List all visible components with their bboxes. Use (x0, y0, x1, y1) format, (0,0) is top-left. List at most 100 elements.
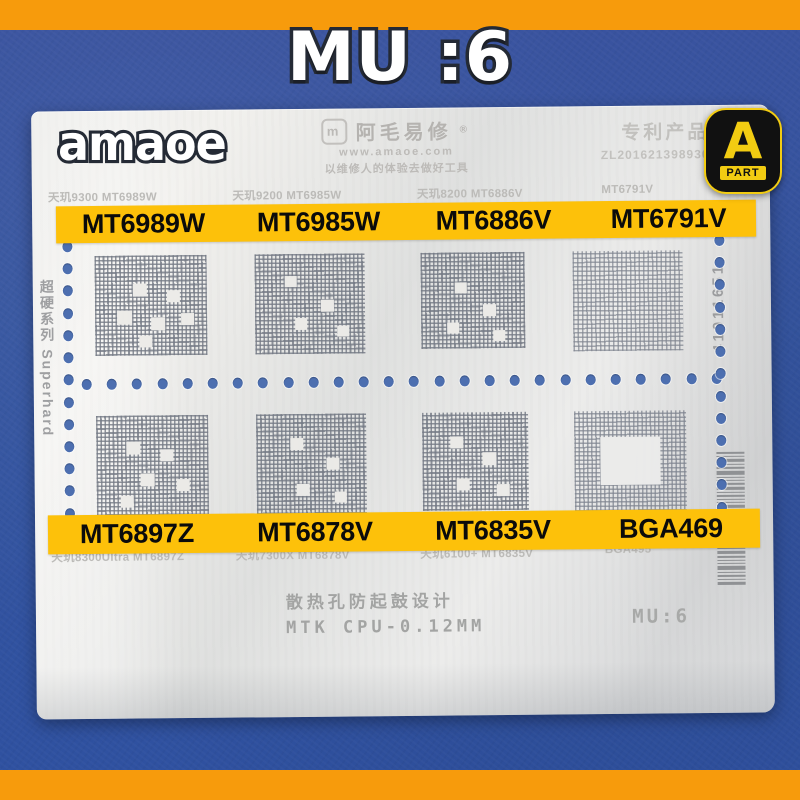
side-text-superhard: 超硬系列 Superhard (38, 279, 57, 438)
alignment-hole (484, 375, 495, 387)
alignment-hole (383, 376, 395, 388)
bga-pattern-void (126, 441, 141, 455)
label-bar-bottom: MT6897Z MT6878V MT6835V BGA469 (47, 508, 761, 555)
bga-pattern-void (447, 322, 460, 334)
alignment-hole (714, 279, 725, 291)
alignment-hole (157, 378, 168, 390)
bga-pattern-void (482, 452, 497, 466)
alignment-hole (409, 375, 420, 387)
barcode-bar (717, 574, 746, 577)
alignment-hole (585, 374, 596, 386)
bga-pattern-void (493, 330, 506, 342)
alignment-hole (64, 418, 75, 431)
bga-pattern-void (326, 457, 340, 470)
bottom-orange-band (0, 770, 800, 800)
bottom-note-line1: 散热孔防起鼓设计 (285, 591, 454, 614)
alignment-hole (64, 485, 75, 497)
bottom-model-mark: MU:6 (632, 605, 691, 628)
bga-pattern-void (450, 436, 464, 449)
bga-stencil-plate: m 阿毛易修 ® www.amaoe.com 以维修人的体验去做好工具 专利产品… (31, 104, 775, 720)
alignment-hole (358, 376, 369, 388)
alignment-hole (132, 378, 143, 390)
bga-pattern-void (295, 317, 308, 331)
alignment-hole (715, 368, 726, 380)
bga-pattern-void (151, 317, 166, 331)
alignment-hole (635, 373, 646, 385)
barcode-bar (717, 571, 746, 573)
bga-pattern-void (117, 310, 133, 325)
alignment-holes-left (62, 241, 76, 542)
alignment-hole (63, 374, 74, 386)
alignment-hole (715, 345, 726, 358)
bga-pattern-void (456, 478, 470, 491)
bga-pattern-bga469 (574, 410, 687, 512)
brand-url: www.amaoe.com (339, 145, 454, 159)
patent-mark: 专利产品 ZL201621398936 (600, 117, 710, 163)
a-part-badge: A PART (704, 108, 782, 194)
page-title: MU :6 (283, 15, 515, 101)
barcode-bar (717, 559, 746, 561)
brand-mark: m 阿毛易修 ® www.amaoe.com 以维修人的体验去做好工具 (281, 115, 512, 177)
bga-pattern-void (139, 335, 153, 348)
label-mt6886v: MT6886V (435, 204, 552, 236)
bga-pattern-void (166, 290, 180, 303)
alignment-holes-middle (81, 372, 722, 391)
label-mt6989w: MT6989W (81, 207, 206, 240)
top-orange-band (0, 0, 800, 30)
patent-number: ZL201621398936 (600, 147, 710, 163)
label-bga469: BGA469 (618, 512, 724, 544)
alignment-hole (64, 463, 75, 475)
alignment-hole (459, 375, 470, 387)
a-letter-icon: A (723, 112, 763, 171)
alignment-hole (207, 377, 218, 389)
bga-pattern-void (290, 437, 304, 451)
bga-pattern-void (132, 283, 147, 297)
bga-pattern-void (600, 436, 661, 486)
bga-pattern-void (496, 483, 510, 497)
alignment-hole (62, 285, 73, 297)
caption-top-2: 天玑8200 MT6886V (416, 187, 523, 201)
brand-cn-name: 阿毛易修 (355, 121, 452, 145)
label-mt6791v: MT6791V (610, 202, 727, 235)
bga-pattern-mt6791v (572, 250, 684, 352)
alignment-hole (714, 301, 726, 313)
bga-pattern-mt6985w (254, 253, 366, 355)
alignment-hole (63, 330, 74, 342)
bga-pattern-void (181, 313, 195, 326)
alignment-hole (716, 412, 727, 424)
alignment-hole (716, 434, 727, 446)
alignment-hole (308, 376, 319, 388)
alignment-hole (63, 352, 74, 364)
alignment-hole (716, 457, 727, 469)
label-bar-top: MT6989W MT6985W MT6886V MT6791V (55, 199, 757, 244)
alignment-hole (182, 378, 193, 390)
amaoe-wordmark: amaoe (55, 112, 230, 175)
alignment-hole (714, 257, 725, 269)
bga-pattern-mt6989w (94, 254, 208, 356)
bga-pattern-void (296, 483, 310, 497)
bga-pattern-void (120, 495, 134, 508)
bga-pattern-void (482, 304, 497, 317)
alignment-hole (686, 373, 697, 385)
amaoe-logo-icon: m (321, 118, 348, 145)
alignment-hole (610, 373, 621, 386)
bga-pattern-mt6897z (96, 414, 209, 516)
alignment-hole (716, 479, 727, 491)
registered-mark-icon: ® (459, 124, 472, 136)
bga-pattern-void (284, 276, 297, 288)
label-mt6985w: MT6985W (256, 206, 381, 238)
bga-pattern-void (454, 282, 467, 294)
part-label: PART (720, 165, 766, 180)
bottom-note-line2: MTK CPU-0.12MM (285, 615, 486, 638)
alignment-hole (283, 377, 294, 389)
bga-pattern-void (334, 491, 347, 503)
bga-pattern-void (337, 325, 350, 337)
alignment-hole (715, 390, 726, 402)
alignment-hole (560, 374, 571, 386)
brand-cn-row: m 阿毛易修 ® (281, 115, 511, 146)
bottom-note: 散热孔防起鼓设计 MTK CPU-0.12MM (286, 589, 486, 640)
bga-pattern-mt6835v (422, 411, 529, 511)
bga-pattern-mt6886v (420, 251, 526, 349)
barcode-bar (717, 578, 746, 580)
alignment-hole (62, 263, 73, 275)
